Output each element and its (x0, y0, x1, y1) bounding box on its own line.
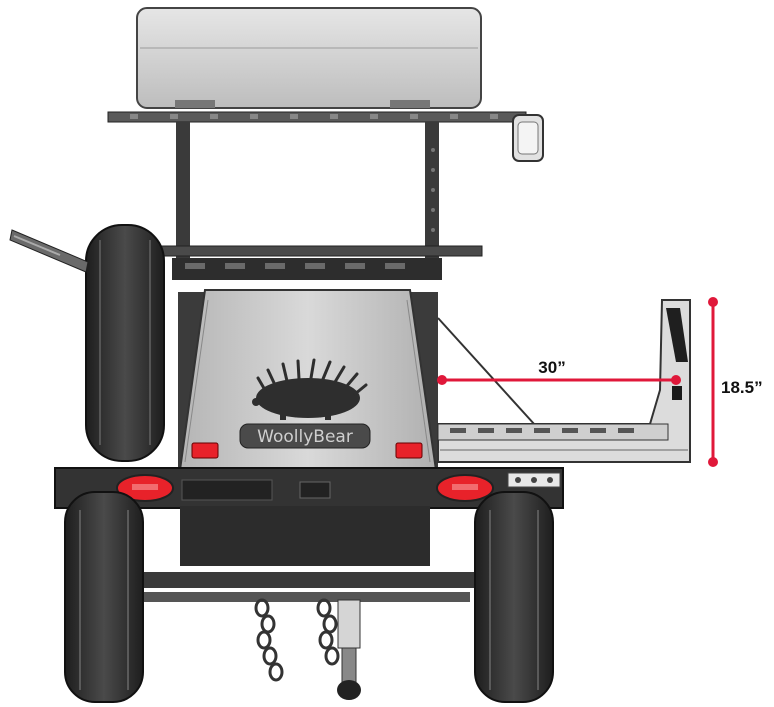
roof-cargo-box (136, 7, 482, 109)
platform-rack (159, 245, 483, 280)
slide-out-kitchen (437, 299, 691, 463)
width-label: 30” (538, 358, 565, 377)
body-marker-lights (191, 442, 423, 459)
height-bottom-marker (708, 457, 718, 467)
brand-label: WoollyBear (257, 427, 353, 447)
spare-tire (85, 224, 165, 462)
height-label: 18.5” (721, 378, 763, 397)
rear-wheel-right (474, 491, 554, 703)
roof-rack-bar (107, 111, 527, 123)
height-top-marker (708, 297, 718, 307)
rack-side-light (512, 114, 544, 162)
width-dimension: 30” (437, 358, 681, 385)
height-dimension: 18.5” (708, 297, 763, 467)
switch-panel (507, 472, 561, 488)
hitch-jack (337, 599, 361, 700)
brand-badge: WoollyBear (239, 423, 371, 449)
width-start-marker (437, 375, 447, 385)
rear-wheel-left (64, 491, 144, 703)
side-handle (9, 229, 89, 273)
lower-frame (130, 506, 480, 602)
safety-chains (254, 598, 340, 682)
rack-uprights (176, 122, 439, 262)
tail-lights (116, 474, 494, 502)
hedgehog-logo (252, 358, 368, 420)
width-end-marker (671, 375, 681, 385)
